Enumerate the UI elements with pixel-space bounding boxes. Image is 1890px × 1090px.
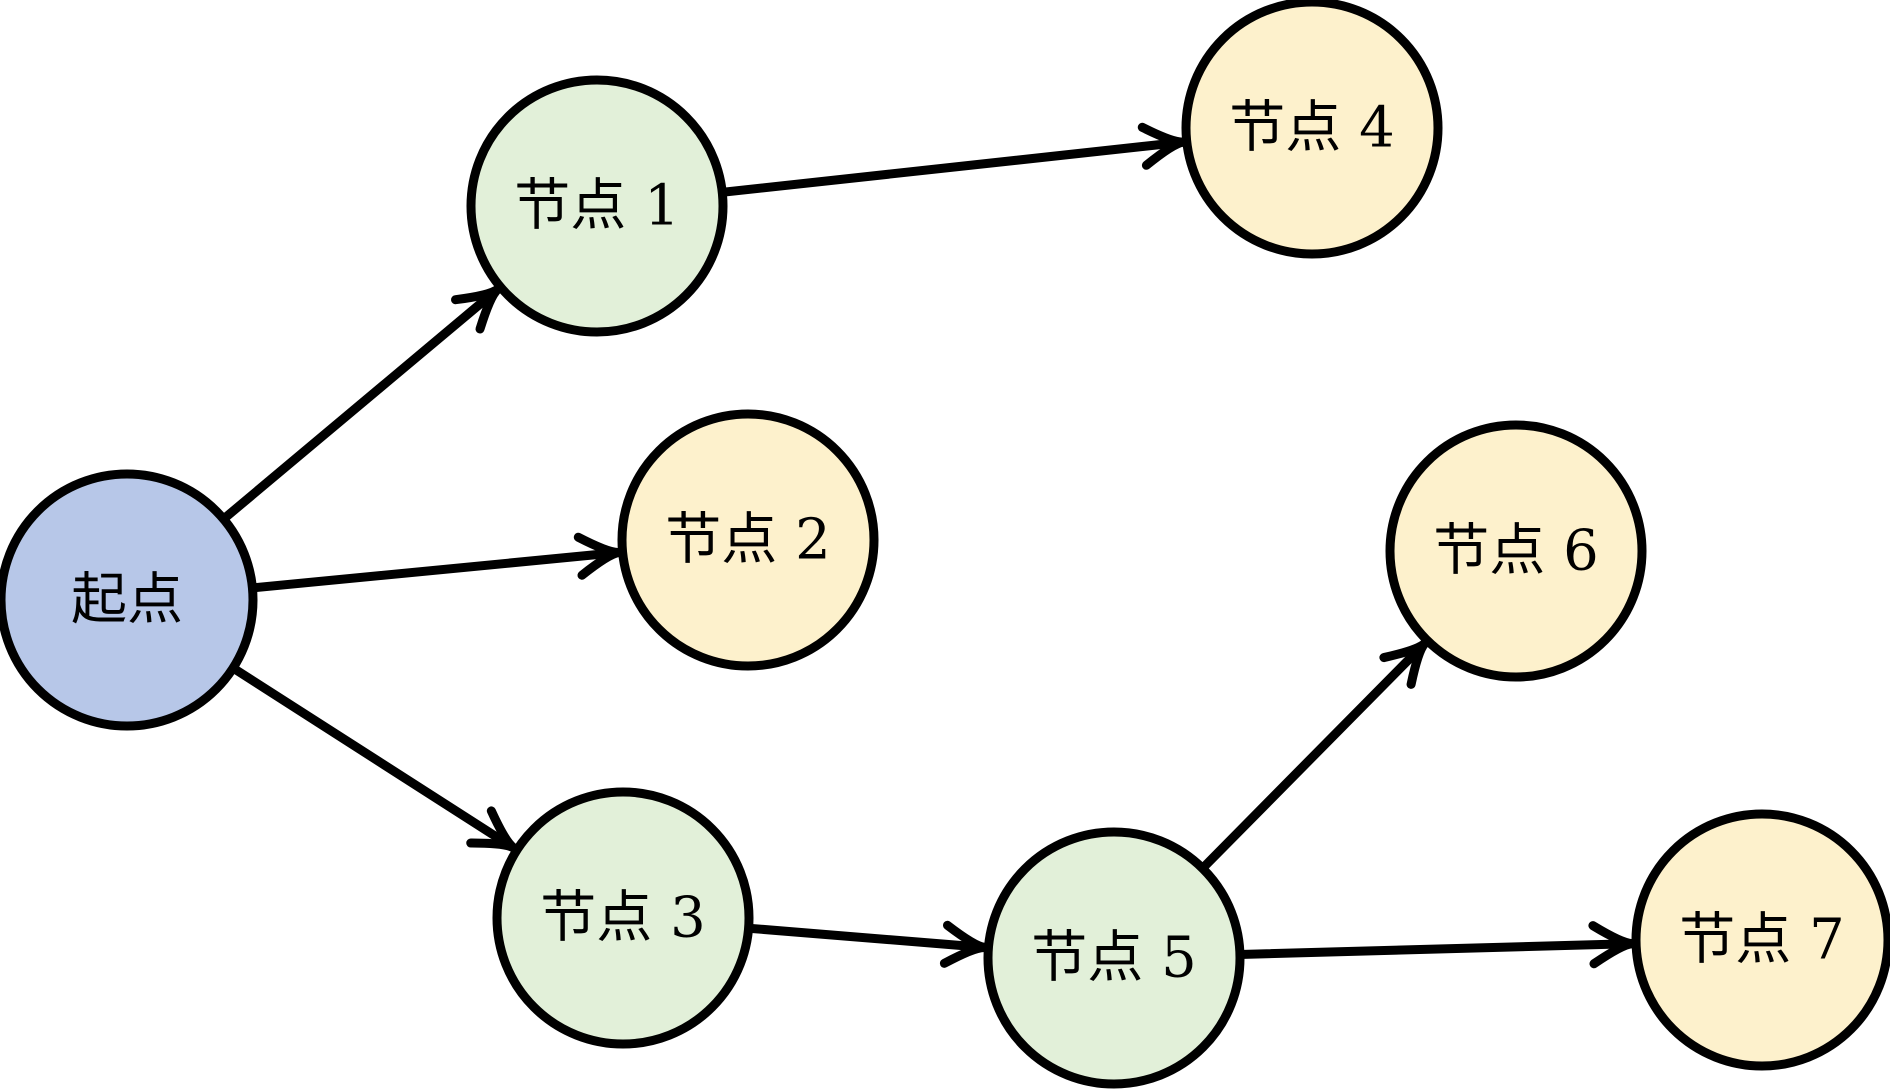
node-circle [1631,809,1890,1071]
edge-n5-to-n6 [1198,638,1430,873]
node-label: 节点 1 [514,174,679,239]
node-label: 起点 [71,568,183,633]
node-circle [1385,420,1647,682]
node-start: 起点 [0,469,258,731]
node-label: 节点 4 [1229,96,1394,161]
edge-start-to-n1 [219,284,503,524]
edge-line [744,923,990,953]
node-circle [617,409,879,671]
edge-line [717,137,1189,197]
edge-line [1198,638,1430,873]
node-n2: 节点 2 [617,409,879,671]
node-n6: 节点 6 [1385,420,1647,682]
node-label: 节点 3 [540,886,705,951]
edge-start-to-n3 [228,663,519,853]
node-circle [466,75,728,337]
edge-line [228,663,519,853]
node-n4: 节点 4 [1181,0,1443,259]
node-n3: 节点 3 [492,787,754,1049]
edge-n3-to-n5 [744,920,990,968]
edge-line [1235,939,1638,960]
node-label: 节点 6 [1433,519,1598,584]
node-n1: 节点 1 [466,75,728,337]
node-label: 节点 5 [1031,926,1196,991]
edge-line [219,284,503,524]
edge-line [247,547,625,593]
edge-start-to-n2 [247,532,625,593]
node-circle [1181,0,1443,259]
node-n5: 节点 5 [983,827,1245,1089]
node-n7: 节点 7 [1631,809,1890,1071]
node-circle [0,469,258,731]
node-circle [983,827,1245,1089]
edge-n1-to-n4 [717,122,1189,197]
node-label: 节点 7 [1679,908,1844,973]
node-label: 节点 2 [665,508,830,573]
edge-n5-to-n7 [1235,921,1638,969]
node-circle [492,787,754,1049]
